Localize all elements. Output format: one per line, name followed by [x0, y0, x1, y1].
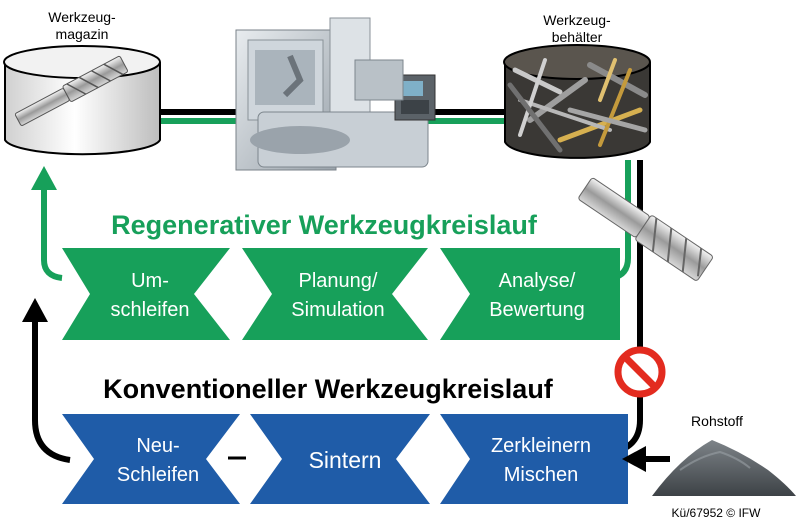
prohibited-icon: [614, 346, 666, 398]
magazine-label-line1: Werkzeug-: [48, 9, 116, 25]
powder-pile-icon: [652, 440, 796, 496]
regen-step-1: Um- schleifen: [62, 248, 230, 340]
magazine-label-line2: magazin: [56, 26, 109, 42]
conv-step-2-label: Sintern: [309, 447, 382, 473]
regen-step-1-line2: schleifen: [111, 299, 190, 321]
regen-title: Regenerativer Werkzeugkreislauf: [111, 210, 538, 240]
regen-step-3-line1: Analyse/: [499, 270, 576, 292]
regen-step-3: Analyse/ Bewertung: [440, 248, 620, 340]
conv-step-1: Neu- Schleifen: [62, 414, 240, 504]
conv-step-3-line1: Zerkleinern: [491, 435, 591, 457]
container-label-line1: Werkzeug-: [543, 12, 611, 28]
conv-step-2: Sintern: [250, 414, 430, 504]
raw-material-label: Rohstoff: [691, 413, 743, 429]
regen-loop-left-line: [41, 185, 63, 281]
container-label-line2: behälter: [552, 29, 603, 45]
regen-step-3-line2: Bewertung: [489, 299, 585, 321]
outer-loop-arrow-icon: [22, 298, 48, 322]
tool-container-icon: [503, 44, 651, 159]
end-mill-icon: [578, 177, 713, 281]
conv-title: Konventioneller Werkzeugkreislauf: [103, 374, 554, 404]
raw-material-arrow-icon: [622, 446, 646, 472]
conv-step-3: Zerkleinern Mischen: [440, 414, 628, 504]
regen-step-2: Planung/ Simulation: [242, 248, 428, 340]
regen-loop-arrow-icon: [31, 166, 57, 190]
conv-step-1-line1: Neu-: [136, 435, 179, 457]
copyright-credit: Kü/67952 © IFW: [672, 506, 762, 520]
outer-loop-left-line: [32, 318, 71, 463]
regen-step-1-line1: Um-: [131, 270, 169, 292]
tool-magazine-icon: [3, 45, 161, 156]
regen-step-2-line2: Simulation: [291, 299, 384, 321]
conv-step-1-line2: Schleifen: [117, 464, 199, 486]
conv-step-3-line2: Mischen: [504, 464, 578, 486]
regen-step-2-line1: Planung/: [299, 270, 378, 292]
cnc-machine-icon: [235, 17, 436, 171]
